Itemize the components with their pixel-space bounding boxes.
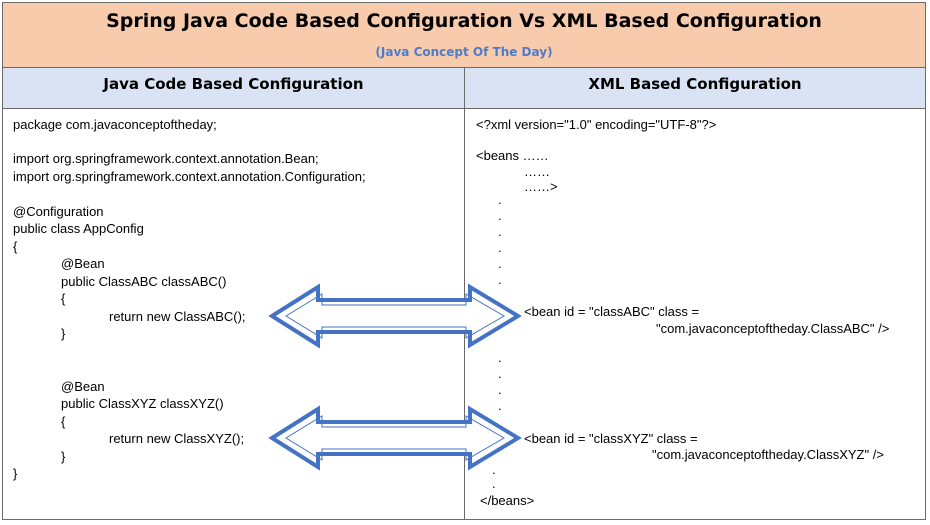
diagram-title: Spring Java Code Based Configuration Vs … (106, 10, 822, 32)
xml-beans-continuation-1: …… (524, 164, 550, 179)
xml-ellipsis-dot: . (498, 240, 502, 255)
xml-bean2-line2: "com.javaconceptoftheday.ClassXYZ" /> (652, 447, 884, 462)
xml-beans-close: </beans> (480, 493, 535, 508)
java-bean1-open-brace: { (61, 291, 66, 306)
java-bean1-method: public ClassABC classABC() (61, 274, 227, 289)
xml-declaration: <?xml version="1.0" encoding="UTF-8"?> (476, 117, 717, 132)
java-bean1-annotation: @Bean (61, 256, 105, 271)
java-package-line: package com.javaconceptoftheday; (13, 117, 217, 132)
bean2-mapping-arrow (268, 405, 522, 471)
diagram-subtitle: (Java Concept Of The Day) (375, 45, 553, 59)
java-class-declaration: public class AppConfig (13, 221, 144, 236)
xml-ellipsis-dot: . (498, 256, 502, 271)
xml-ellipsis-dot: . (498, 382, 502, 397)
java-bean1-close-brace: } (61, 326, 66, 341)
xml-beans-open: <beans …… (476, 148, 549, 163)
xml-bean1-line1: <bean id = "classABC" class = (524, 304, 700, 319)
xml-ellipsis-dot: . (498, 224, 502, 239)
java-class-open-brace: { (13, 239, 18, 254)
java-bean2-annotation: @Bean (61, 379, 105, 394)
java-bean2-return: return new ClassXYZ(); (109, 431, 245, 446)
xml-ellipsis-dot: . (498, 350, 502, 365)
xml-bean2-line1: <bean id = "classXYZ" class = (524, 431, 698, 446)
xml-bean1-line2: "com.javaconceptoftheday.ClassABC" /> (656, 321, 890, 336)
xml-ellipsis-dot: . (492, 462, 496, 477)
xml-ellipsis-dot: . (498, 192, 502, 207)
xml-ellipsis-dot: . (498, 208, 502, 223)
column-divider (464, 68, 465, 520)
right-column-header: XML Based Configuration (465, 68, 925, 109)
java-configuration-annotation: @Configuration (13, 204, 104, 219)
xml-ellipsis-dot: . (492, 476, 496, 491)
java-bean2-close-brace: } (61, 449, 66, 464)
java-import-bean-line: import org.springframework.context.annot… (13, 151, 319, 166)
xml-beans-continuation-2: ……> (524, 179, 558, 194)
title-band: Spring Java Code Based Configuration Vs … (3, 3, 925, 68)
xml-ellipsis-dot: . (498, 366, 502, 381)
java-bean1-return: return new ClassABC(); (109, 309, 246, 324)
java-bean2-open-brace: { (61, 414, 66, 429)
xml-ellipsis-dot: . (498, 398, 502, 413)
java-import-configuration-line: import org.springframework.context.annot… (13, 169, 366, 184)
left-column-header: Java Code Based Configuration (3, 68, 464, 109)
bean1-mapping-arrow (268, 283, 522, 349)
java-bean2-method: public ClassXYZ classXYZ() (61, 396, 224, 411)
xml-ellipsis-dot: . (498, 272, 502, 287)
java-class-close-brace: } (13, 466, 18, 481)
